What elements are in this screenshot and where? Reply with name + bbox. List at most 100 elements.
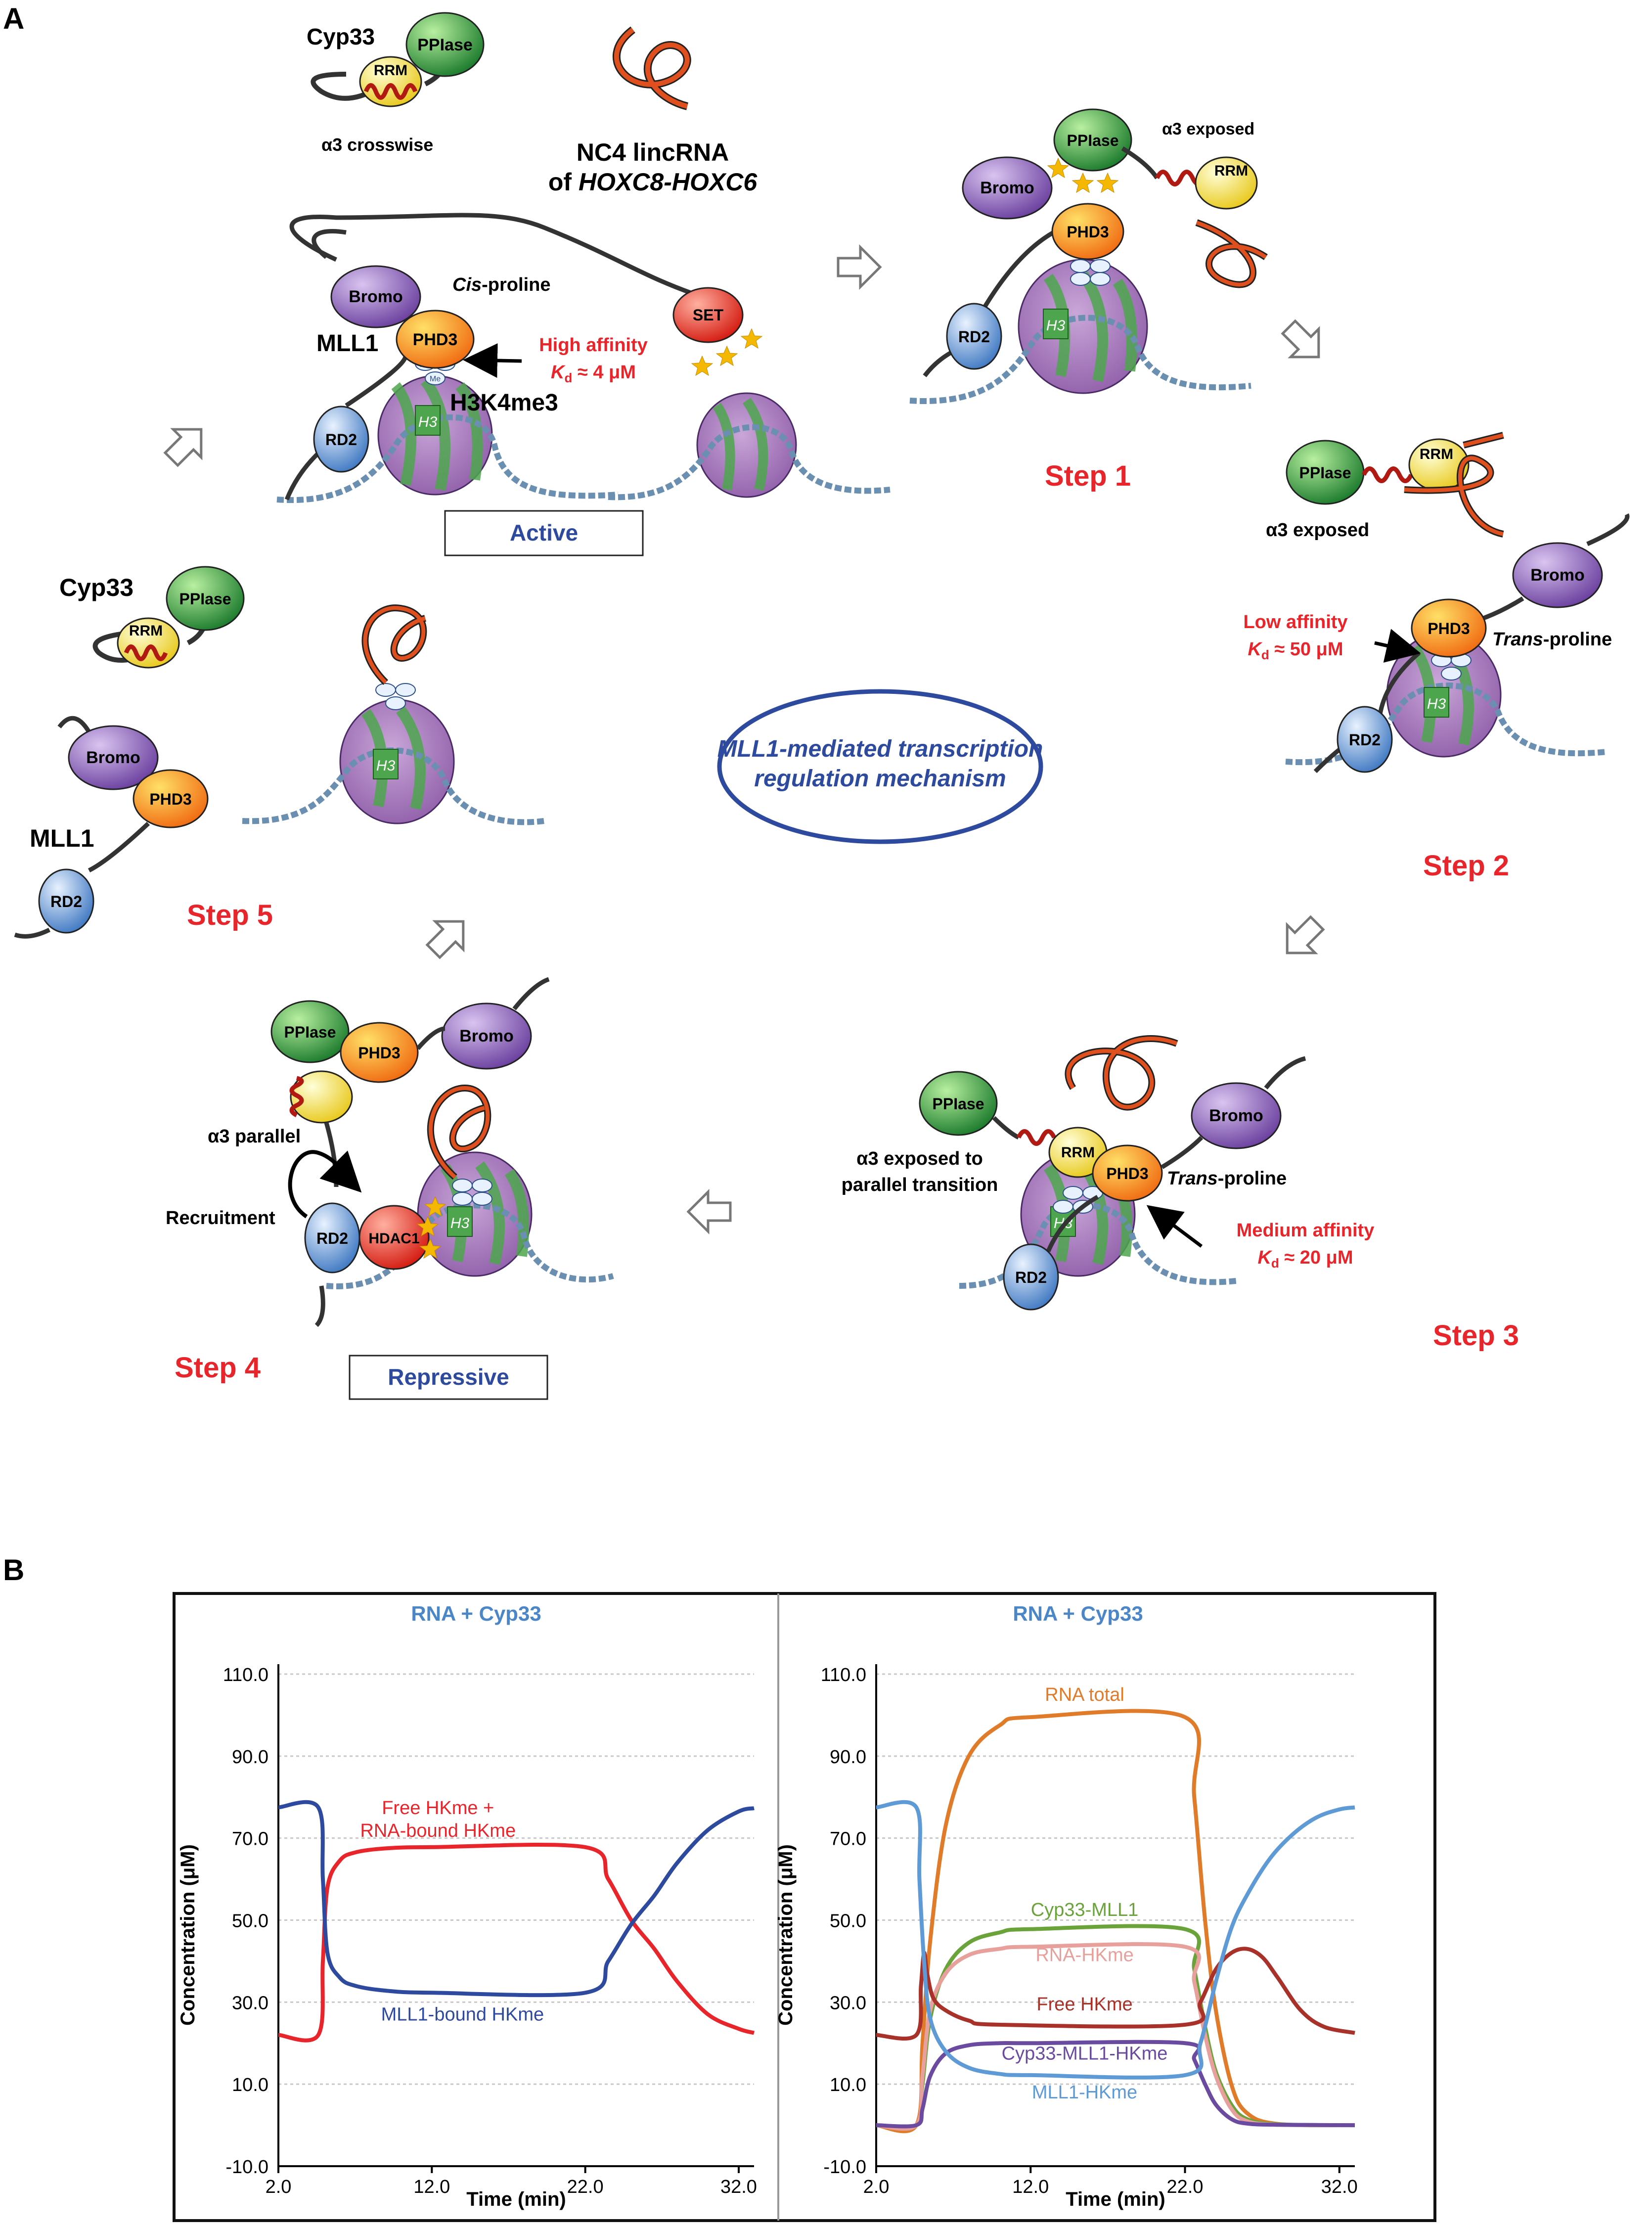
x-axis-label: Time (min) — [1066, 2188, 1165, 2210]
y-axis-label: Concentration (μM) — [177, 1844, 199, 2026]
repressive-state-box — [349, 1355, 548, 1400]
svg-text:Kd ≈ 50 μM: Kd ≈ 50 μM — [1248, 639, 1343, 662]
svg-text:PPIase: PPIase — [284, 1023, 336, 1041]
phd3-domain — [396, 310, 475, 369]
step3-complex: H3 PPIase RRM PHD3 Bromo RD2 α3 exposed … — [842, 1035, 1519, 1352]
set-label: SET — [693, 306, 724, 324]
svg-text:Recruitment: Recruitment — [166, 1208, 275, 1228]
svg-text:Cyp33: Cyp33 — [59, 574, 134, 601]
series-line — [278, 1800, 755, 1998]
svg-text:MLL1: MLL1 — [30, 824, 94, 852]
x-tick-label: 12.0 — [413, 2177, 450, 2197]
active-state-label: Active — [510, 520, 578, 546]
step3-label: Step 3 — [1433, 1319, 1519, 1352]
active-state-box — [444, 510, 644, 556]
svg-text:RRM: RRM — [1061, 1144, 1095, 1161]
y-tick-label: 10.0 — [232, 2075, 268, 2095]
y-tick-label: 110.0 — [223, 1665, 268, 1685]
alpha3-crosswise-caption: α3 crosswise — [321, 135, 433, 155]
svg-text:H3: H3 — [1427, 696, 1446, 712]
series-label: Cyp33-MLL1-HKme — [1002, 2043, 1168, 2064]
repressive-state-label: Repressive — [388, 1364, 509, 1390]
y-tick-label: 110.0 — [821, 1665, 866, 1685]
y-tick-label: 50.0 — [232, 1911, 268, 1932]
series-label: Free HKme — [1036, 1994, 1132, 2015]
svg-text:PHD3: PHD3 — [1067, 223, 1109, 241]
series-label: RNA total — [1045, 1684, 1124, 1705]
svg-text:Trans-proline: Trans-proline — [1492, 629, 1612, 650]
svg-text:PPIase: PPIase — [933, 1095, 984, 1113]
svg-text:PPIase: PPIase — [1067, 132, 1119, 149]
cycle-arrow-left-icon — [686, 1188, 732, 1235]
svg-text:Bromo: Bromo — [980, 179, 1034, 197]
rd2-domain — [313, 406, 369, 473]
x-tick-label: 2.0 — [266, 2177, 292, 2197]
cycle-arrow-down-left-icon — [1286, 915, 1325, 955]
nc4-lincrna: NC4 lincRNA of HOXC8-HOXC6 — [548, 26, 758, 196]
recruitment-arrow-icon — [288, 1150, 362, 1219]
x-tick-label: 32.0 — [720, 2177, 757, 2197]
high-affinity-kd: Kd ≈ 4 μM — [551, 362, 636, 385]
y-tick-label: -10.0 — [823, 2157, 866, 2178]
y-tick-label: 70.0 — [232, 1829, 268, 1850]
step1-complex: H3 Bromo PPIase PHD3 RD2 RRM α3 exposed … — [909, 108, 1268, 492]
binding-arrow-icon — [463, 343, 522, 378]
svg-text:PHD3: PHD3 — [149, 790, 191, 808]
y-tick-label: 10.0 — [830, 2075, 866, 2095]
svg-text:H3: H3 — [376, 758, 396, 774]
svg-text:RD2: RD2 — [1349, 731, 1381, 749]
svg-text:α3 exposed: α3 exposed — [1266, 520, 1369, 541]
svg-text:α3 exposed: α3 exposed — [1162, 120, 1254, 138]
set-domain — [672, 287, 744, 343]
panel-a-letter: A — [3, 2, 24, 35]
svg-text:Bromo: Bromo — [459, 1027, 514, 1046]
svg-text:Bromo: Bromo — [1530, 566, 1585, 585]
pplase-label: PPIase — [417, 36, 473, 54]
step5-label: Step 5 — [187, 899, 273, 931]
panel-b-frame — [173, 1592, 1436, 2222]
series-label: Cyp33-MLL1 — [1031, 1900, 1139, 1920]
phd3-label: PHD3 — [413, 330, 458, 349]
y-tick-label: 70.0 — [830, 1829, 866, 1850]
x-axis-label: Time (min) — [466, 2188, 566, 2210]
active-complex: H3 Me Me Me Bromo PHD3 RD2 MLL1 Cis-prol… — [276, 213, 891, 556]
svg-text:H3: H3 — [1046, 318, 1066, 334]
series-line — [876, 2040, 1355, 2129]
svg-text:RRM: RRM — [1214, 163, 1248, 179]
svg-text:Bromo: Bromo — [86, 748, 140, 767]
x-tick-label: 32.0 — [1321, 2177, 1358, 2197]
cycle-arrow-up-right-icon-high — [163, 428, 203, 467]
cycle-arrows — [163, 244, 1325, 1235]
svg-text:H3: H3 — [450, 1215, 470, 1231]
x-tick-label: 2.0 — [863, 2177, 890, 2197]
svg-text:Medium affinity: Medium affinity — [1237, 1220, 1375, 1241]
step5-complex: Cyp33 PPIase RRM Bromo PHD3 MLL1 RD2 H3 … — [14, 566, 544, 939]
chart-title: RNA + Cyp33 — [1013, 1602, 1143, 1625]
x-tick-label: 22.0 — [567, 2177, 604, 2197]
series-label: Free HKme +RNA-bound HKme — [360, 1798, 516, 1841]
series-label: MLL1-HKme — [1032, 2082, 1137, 2103]
cycle-arrow-down-right-icon — [1281, 319, 1320, 359]
series-label: MLL1-bound HKme — [381, 2004, 544, 2025]
cycle-arrow-right-icon — [837, 244, 882, 290]
cycle-arrow-up-right-icon-low — [425, 920, 465, 959]
y-tick-label: 30.0 — [232, 1993, 268, 2013]
cis-proline-label: Cis-proline — [452, 274, 550, 295]
step2-complex: PPIase RRM α3 exposed Bromo H3 PHD3 RD2 … — [1243, 432, 1630, 882]
rrm-label: RRM — [374, 62, 407, 79]
top-cyp33: Cyp33 PPIase RRM α3 crosswise — [307, 12, 485, 155]
svg-text:α3 parallel: α3 parallel — [208, 1126, 301, 1147]
series-line — [876, 1942, 1355, 2131]
svg-text:RD2: RD2 — [50, 893, 82, 910]
svg-text:RD2: RD2 — [958, 328, 990, 346]
series-line — [278, 1843, 755, 2043]
catalysis-star-icons — [691, 328, 763, 376]
h3-tail-icon — [415, 405, 441, 436]
svg-text:PPIase: PPIase — [1299, 464, 1351, 482]
svg-text:Me: Me — [430, 375, 441, 383]
top-cyp33-pplase — [405, 12, 485, 77]
x-tick-label: 12.0 — [1012, 2177, 1049, 2197]
y-tick-label: -10.0 — [225, 2157, 268, 2178]
svg-text:Low affinity: Low affinity — [1243, 612, 1347, 633]
